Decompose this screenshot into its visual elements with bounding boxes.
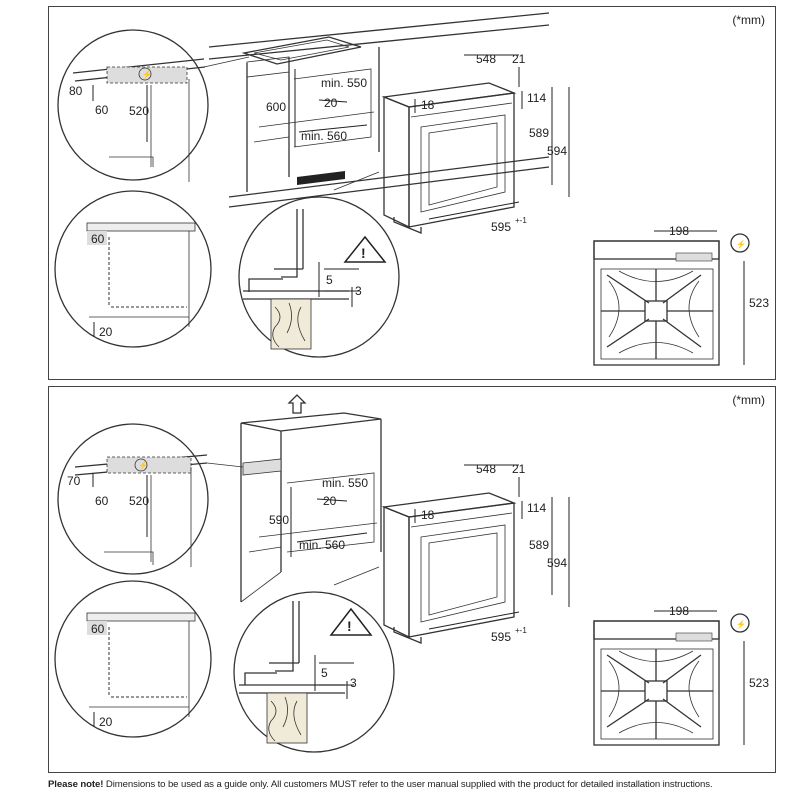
svg-text:60: 60 xyxy=(91,232,105,246)
hob-depth-label: 520 xyxy=(129,104,149,118)
svg-text:589: 589 xyxy=(529,538,549,552)
oven-diagram: 548 21 18 114 589 594 595 +-1 xyxy=(381,462,570,644)
svg-text:!: ! xyxy=(347,618,352,634)
svg-text:60: 60 xyxy=(95,494,109,508)
svg-text:523: 523 xyxy=(749,296,769,310)
svg-text:600: 600 xyxy=(266,100,286,114)
svg-text:590: 590 xyxy=(269,513,289,527)
svg-text:⚡: ⚡ xyxy=(736,239,746,249)
svg-text:20: 20 xyxy=(99,325,113,339)
note-label: Please note! xyxy=(48,779,104,790)
svg-text:114: 114 xyxy=(527,91,546,105)
svg-text:520: 520 xyxy=(129,494,149,508)
svg-text:18: 18 xyxy=(421,508,435,522)
gap-detail-circle: ! 5 3 xyxy=(233,566,395,753)
cabinet-detail-circle: 60 20 xyxy=(54,580,212,738)
unit-label: (*mm) xyxy=(732,393,765,407)
svg-text:60: 60 xyxy=(91,622,105,636)
unit-label: (*mm) xyxy=(732,13,765,27)
hob-gap-label: 80 xyxy=(69,84,83,98)
column-installation-diagram: 590 min. 550 20 min. 560 ⚡ 70 60 520 xyxy=(54,394,769,753)
column-detail-circle: ⚡ 70 60 520 xyxy=(57,423,209,575)
cabinet-height-dim: 600 xyxy=(266,69,296,147)
svg-text:min. 550: min. 550 xyxy=(322,476,368,490)
svg-text:523: 523 xyxy=(749,676,769,690)
svg-text:198: 198 xyxy=(669,224,689,238)
svg-text:5: 5 xyxy=(326,273,333,287)
svg-text:21: 21 xyxy=(512,52,526,66)
svg-text:20: 20 xyxy=(99,715,113,729)
installation-panel-hob: (*mm) 600 min. 550 20 min. 560 xyxy=(48,6,776,380)
note-text: Dimensions to be used as a guide only. A… xyxy=(103,779,713,790)
svg-text:589: 589 xyxy=(529,126,549,140)
svg-text:+-1: +-1 xyxy=(515,626,527,635)
svg-text:+-1: +-1 xyxy=(515,216,527,225)
svg-text:!: ! xyxy=(361,245,366,261)
svg-text:594: 594 xyxy=(547,144,567,158)
installation-panel-column: (*mm) 590 min. 550 20 min. 560 ⚡ xyxy=(48,386,776,773)
svg-text:595: 595 xyxy=(491,630,511,644)
svg-text:594: 594 xyxy=(547,556,567,570)
gap-back-label: 20 xyxy=(324,96,338,110)
svg-text:3: 3 xyxy=(350,676,357,690)
hob-installation-diagram: 600 min. 550 20 min. 560 ⚡ 80 60 520 xyxy=(54,12,769,366)
min-depth-label: min. 550 xyxy=(321,76,367,90)
svg-text:⚡: ⚡ xyxy=(138,460,148,470)
svg-text:20: 20 xyxy=(323,494,337,508)
gap-detail-circle: ! 5 3 xyxy=(238,171,400,358)
svg-text:70: 70 xyxy=(67,474,81,488)
svg-text:548: 548 xyxy=(476,462,496,476)
cabinet-detail-circle: 60 20 xyxy=(54,190,212,348)
svg-text:⚡: ⚡ xyxy=(736,619,746,629)
oven-diagram: 548 21 18 114 589 594 595 +-1 xyxy=(381,52,570,234)
svg-text:3: 3 xyxy=(355,284,362,298)
svg-text:595: 595 xyxy=(491,220,511,234)
disclaimer-note: Please note! Dimensions to be used as a … xyxy=(48,779,713,790)
hob-inset-label: 60 xyxy=(95,103,109,117)
svg-text:114: 114 xyxy=(527,501,546,515)
svg-text:18: 18 xyxy=(421,98,435,112)
min-width-label: min. 560 xyxy=(301,129,347,143)
svg-text:5: 5 xyxy=(321,666,328,680)
svg-text:⚡: ⚡ xyxy=(142,69,152,79)
svg-text:198: 198 xyxy=(669,604,689,618)
svg-text:21: 21 xyxy=(512,462,526,476)
svg-text:min. 560: min. 560 xyxy=(299,538,345,552)
hob-plan-view: ⚡ 198 523 xyxy=(593,604,769,746)
lift-arrow-icon xyxy=(287,394,307,414)
hob-plan-view: ⚡ 198 523 xyxy=(593,224,769,366)
svg-text:548: 548 xyxy=(476,52,496,66)
hob-detail-circle: ⚡ 80 60 520 xyxy=(57,29,209,182)
